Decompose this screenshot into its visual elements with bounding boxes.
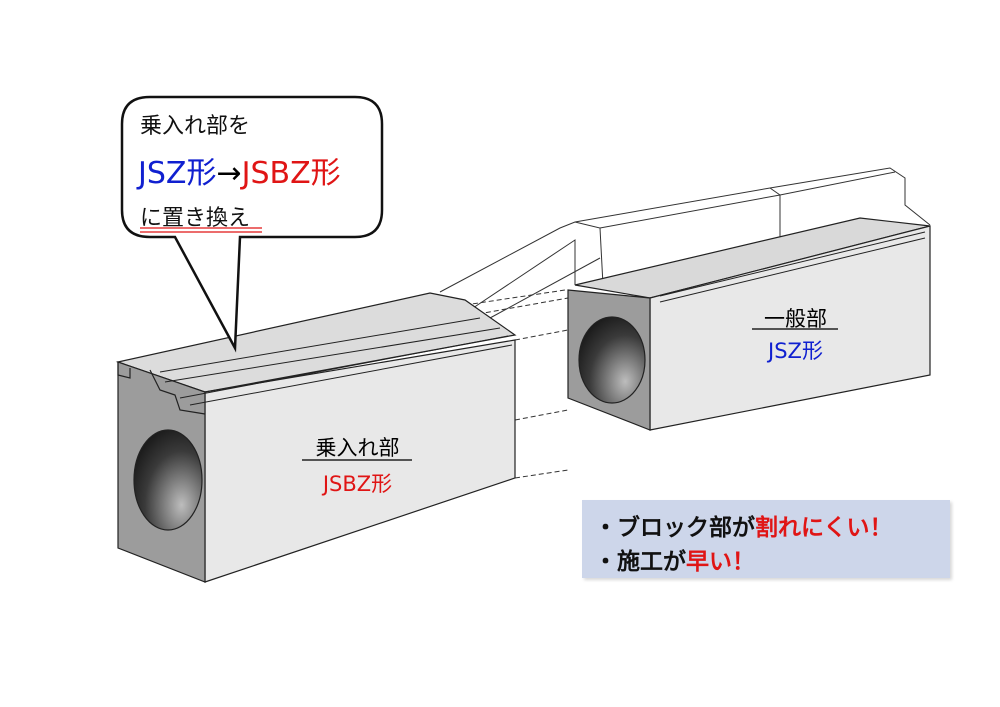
to-type: JSBZ形 xyxy=(241,156,341,191)
benefit-text: ブロック部が xyxy=(617,515,755,541)
benefit-highlight: 割れにくい！ xyxy=(755,515,893,541)
callout-line-2: JSZ形→JSBZ形 xyxy=(138,148,341,192)
entrance-part-label: 乗入れ部 JSBZ形 xyxy=(300,432,415,498)
from-type: JSZ形 xyxy=(138,156,217,191)
callout-line-1: 乗入れ部を xyxy=(140,114,251,139)
benefit-text: 施工が xyxy=(617,549,686,575)
callout-bubble xyxy=(120,95,384,353)
ghost-cover-wireframe xyxy=(439,167,931,479)
callout-line-3: に置き換え xyxy=(140,206,251,231)
general-block-hole xyxy=(578,316,646,404)
entrance-block-hole xyxy=(133,429,203,531)
general-part-name: 一般部 xyxy=(764,307,827,331)
general-part-type: JSZ形 xyxy=(768,339,823,363)
general-block xyxy=(567,217,931,431)
entrance-block xyxy=(115,292,517,583)
bullet: ・ xyxy=(594,549,617,575)
benefit-item: ・ブロック部が割れにくい！ xyxy=(594,508,893,542)
general-part-label: 一般部 JSZ形 xyxy=(748,303,843,365)
benefit-highlight: 早い！ xyxy=(686,549,755,575)
arrow: → xyxy=(216,156,242,191)
entrance-part-name: 乗入れ部 xyxy=(315,436,400,460)
callout-underline xyxy=(140,227,262,233)
benefit-item: ・施工が早い！ xyxy=(594,542,755,576)
benefits-box: ・ブロック部が割れにくい！ ・施工が早い！ xyxy=(582,500,950,578)
entrance-part-type: JSBZ形 xyxy=(322,472,393,496)
bullet: ・ xyxy=(594,515,617,541)
